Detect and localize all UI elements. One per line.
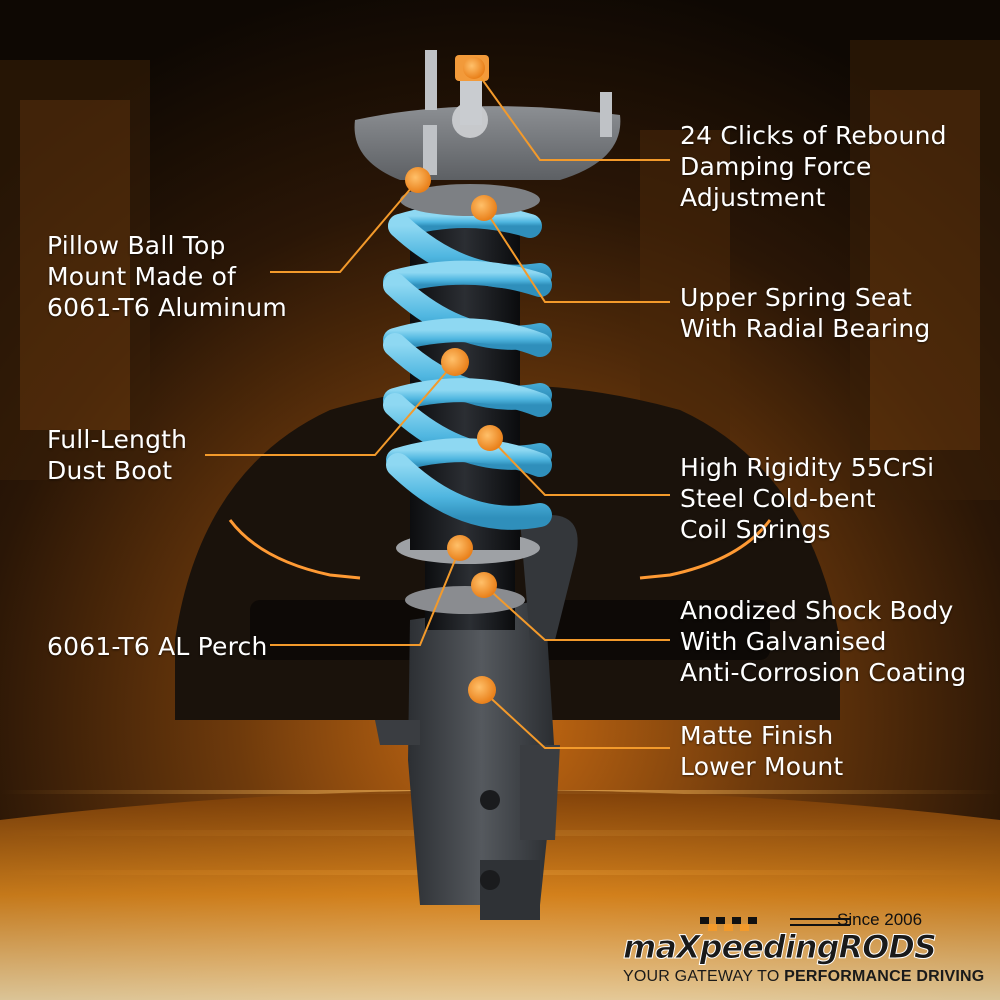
callout-line: Full-Length <box>47 425 188 454</box>
dot-springs <box>477 425 503 451</box>
dot-dust-boot <box>441 348 469 376</box>
brand-name: maXpeedingRODS <box>623 928 938 967</box>
brand-tagline: YOUR GATEWAY TO PERFORMANCE DRIVING <box>623 968 984 986</box>
callout-pillow-ball: Pillow Ball Top Mount Made of 6061-T6 Al… <box>47 230 287 323</box>
dot-lower-mount <box>468 676 496 704</box>
logo-flag <box>700 917 850 931</box>
callout-dots <box>405 57 503 704</box>
callout-line: With Galvanised <box>680 627 887 656</box>
callout-perch: 6061-T6 AL Perch <box>47 631 268 662</box>
brand-logo: Since 2006 maXpeedingRODS YOUR GATEWAY T… <box>615 906 985 996</box>
callout-line: Anti-Corrosion Coating <box>680 658 967 687</box>
callout-line: Dust Boot <box>47 456 173 485</box>
callout-line: Coil Springs <box>680 515 831 544</box>
callout-rebound: 24 Clicks of Rebound Damping Force Adjus… <box>680 120 947 213</box>
callout-line: 24 Clicks of Rebound <box>680 121 947 150</box>
brand-since: Since 2006 <box>837 910 923 929</box>
callout-line: Steel Cold-bent <box>680 484 876 513</box>
coilover-strut <box>354 50 621 920</box>
dot-shock-body <box>471 572 497 598</box>
tagline-prefix: YOUR GATEWAY TO <box>623 968 785 985</box>
callout-lower-mount: Matte Finish Lower Mount <box>680 720 843 782</box>
callout-upper-seat: Upper Spring Seat With Radial Bearing <box>680 282 930 344</box>
callout-line: Upper Spring Seat <box>680 283 913 312</box>
callout-springs: High Rigidity 55CrSi Steel Cold-bent Coi… <box>680 452 934 545</box>
callout-line: Matte Finish <box>680 721 834 750</box>
callout-line: 6061-T6 AL Perch <box>47 632 268 661</box>
callout-shock-body: Anodized Shock Body With Galvanised Anti… <box>680 595 966 688</box>
callout-line: Adjustment <box>680 183 826 212</box>
dot-pillow-ball <box>405 167 431 193</box>
callout-line: 6061-T6 Aluminum <box>47 293 287 322</box>
callout-line: Lower Mount <box>680 752 844 781</box>
callout-line: Pillow Ball Top <box>47 231 226 260</box>
tagline-bold: PERFORMANCE DRIVING <box>784 968 985 985</box>
callout-line: Anodized Shock Body <box>680 596 954 625</box>
callout-dust-boot: Full-Length Dust Boot <box>47 424 187 486</box>
callout-line: With Radial Bearing <box>680 314 931 343</box>
callout-line: High Rigidity 55CrSi <box>680 453 935 482</box>
dot-rebound <box>463 57 485 79</box>
callout-line: Damping Force <box>680 152 872 181</box>
leader-lines <box>205 67 670 749</box>
dot-upper-seat <box>471 195 497 221</box>
city-backdrop <box>0 40 1000 500</box>
callout-line: Mount Made of <box>47 262 237 291</box>
dot-perch <box>447 535 473 561</box>
